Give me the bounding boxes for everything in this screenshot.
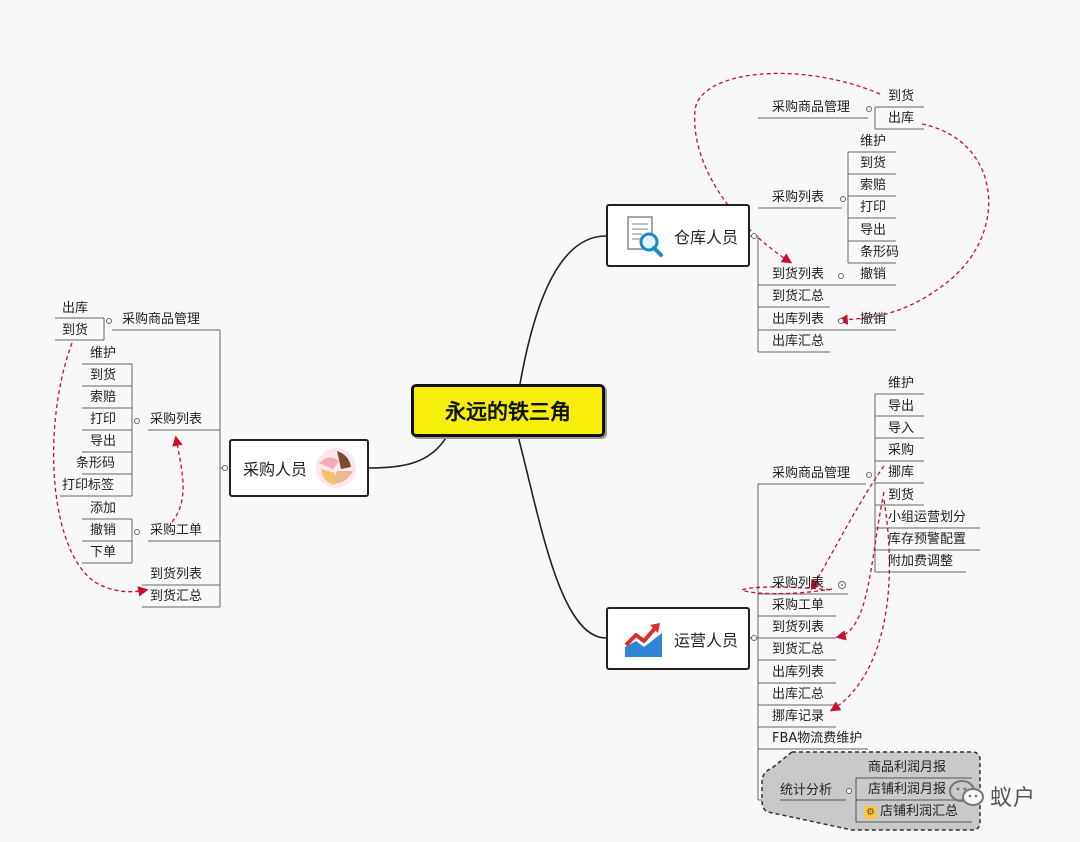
stats-item[interactable]: 店铺利润汇总 — [880, 804, 959, 819]
purchasing-staff-label: 采购人员 — [243, 460, 308, 479]
warehouse-arrival-list[interactable]: 到货列表 — [772, 267, 825, 282]
operations-branch[interactable]: 出库汇总 — [772, 687, 825, 702]
operations-mgmt-item[interactable]: 附加费调整 — [888, 554, 954, 569]
purchasing-purchase-list-toggle[interactable] — [134, 418, 140, 424]
purchasing-staff-node[interactable]: 采购人员 — [229, 439, 369, 497]
operations-mgmt-item[interactable]: 导出 — [888, 399, 915, 414]
warehouse-staff-node[interactable]: 仓库人员 — [606, 204, 750, 267]
operations-branch[interactable]: 挪库记录 — [772, 709, 825, 724]
warehouse-mgmt[interactable]: 采购商品管理 — [772, 100, 851, 115]
purchasing-mgmt-item[interactable]: 到货 — [62, 323, 89, 338]
operations-mgmt[interactable]: 采购商品管理 — [772, 466, 851, 481]
warehouse-list-item[interactable]: 打印 — [860, 200, 887, 215]
warehouse-list-item[interactable]: 到货 — [860, 156, 887, 171]
watermark-text: 蚁户 — [990, 786, 1037, 811]
purchasing-list-item[interactable]: 索赔 — [90, 390, 117, 405]
operations-branch[interactable]: FBA物流费维护 — [772, 731, 863, 746]
central-topic[interactable]: 永远的铁三角 — [411, 384, 605, 437]
purchasing-list-item[interactable]: 到货 — [90, 368, 117, 383]
warehouse-arrival-cancel[interactable]: 撤销 — [860, 267, 887, 282]
warehouse-list-item[interactable]: 维护 — [860, 134, 887, 149]
purchasing-collapse-toggle[interactable] — [222, 465, 228, 471]
purchasing-order-item[interactable]: 下单 — [90, 545, 117, 560]
warehouse-list-item[interactable]: 导出 — [860, 223, 887, 238]
purchasing-work-order-toggle[interactable] — [134, 529, 140, 535]
warehouse-outbound-list-toggle[interactable] — [838, 318, 844, 324]
stats-callout — [761, 751, 981, 831]
purchasing-list-item[interactable]: 导出 — [90, 434, 117, 449]
purchasing-list-item[interactable]: 维护 — [90, 346, 117, 361]
purchasing-arrival-summary[interactable]: 到货汇总 — [150, 589, 203, 604]
warehouse-outbound-list[interactable]: 出库列表 — [772, 312, 825, 327]
wechat-icon — [949, 780, 984, 806]
operations-mgmt-item[interactable]: 挪库 — [888, 465, 915, 480]
relation-arrows — [53, 72, 990, 712]
main-branches — [367, 235, 607, 639]
central-topic-label: 永远的铁三角 — [445, 399, 571, 424]
purchasing-mgmt-item[interactable]: 出库 — [62, 301, 89, 316]
warehouse-list-item[interactable]: 条形码 — [860, 245, 900, 260]
warehouse-purchase-list[interactable]: 采购列表 — [772, 190, 825, 205]
operations-mgmt-item[interactable]: 采购 — [888, 443, 915, 458]
warehouse-arrival-summary[interactable]: 到货汇总 — [772, 289, 825, 304]
document-search-icon — [627, 215, 663, 257]
warehouse-mgmt-outbound[interactable]: 出库 — [888, 111, 915, 126]
joined-hands-icon — [316, 448, 357, 488]
operations-mgmt-item[interactable]: 维护 — [888, 376, 915, 391]
operations-staff-label: 运营人员 — [674, 630, 739, 650]
operations-tree-lines — [750, 393, 980, 801]
purchasing-tree-lines — [55, 317, 228, 608]
stats-item[interactable]: 店铺利润月报 — [868, 782, 947, 797]
purchasing-work-order[interactable]: 采购工单 — [150, 523, 203, 538]
purchasing-order-item[interactable]: 添加 — [90, 501, 117, 516]
operations-stats[interactable]: 统计分析 — [780, 783, 833, 798]
warehouse-staff-label: 仓库人员 — [674, 227, 739, 247]
stats-tree-lines — [780, 777, 972, 823]
gear-icon: ⚙ — [864, 806, 877, 819]
operations-purchase-list-expand[interactable] — [838, 581, 846, 589]
operations-branch[interactable]: 出库列表 — [772, 665, 825, 680]
operations-branch[interactable]: 到货汇总 — [772, 642, 825, 657]
operations-branch[interactable]: 采购列表 — [772, 576, 825, 591]
warehouse-tree-lines — [750, 106, 924, 353]
warehouse-list-item[interactable]: 索赔 — [860, 178, 887, 193]
operations-mgmt-toggle[interactable] — [866, 472, 872, 478]
warehouse-mgmt-toggle[interactable] — [866, 106, 872, 112]
purchasing-list-item[interactable]: 打印 — [90, 412, 117, 427]
warehouse-arrival-list-toggle[interactable] — [838, 273, 844, 279]
operations-mgmt-item[interactable]: 小组运营划分 — [888, 510, 967, 525]
purchasing-arrival-list[interactable]: 到货列表 — [150, 567, 203, 582]
purchasing-mgmt-toggle[interactable] — [106, 318, 112, 324]
warehouse-outbound-cancel[interactable]: 撤销 — [860, 312, 887, 327]
purchasing-mgmt[interactable]: 采购商品管理 — [122, 312, 201, 327]
warehouse-mgmt-arrival[interactable]: 到货 — [888, 89, 915, 104]
purchasing-purchase-list[interactable]: 采购列表 — [150, 412, 203, 427]
operations-branch[interactable]: 到货列表 — [772, 620, 825, 635]
operations-mgmt-item[interactable]: 导入 — [888, 421, 915, 436]
warehouse-purchase-list-toggle[interactable] — [840, 196, 846, 202]
operations-staff-node[interactable]: 运营人员 — [606, 607, 750, 670]
trend-chart-icon — [624, 622, 662, 657]
warehouse-outbound-summary[interactable]: 出库汇总 — [772, 334, 825, 349]
operations-collapse-toggle[interactable] — [751, 635, 757, 641]
operations-branch[interactable]: 采购工单 — [772, 598, 825, 613]
purchasing-order-item[interactable]: 撤销 — [90, 523, 117, 538]
purchasing-list-item[interactable]: 打印标签 — [62, 478, 115, 493]
operations-stats-toggle[interactable] — [846, 788, 852, 794]
warehouse-collapse-toggle[interactable] — [751, 233, 757, 239]
operations-mgmt-item[interactable]: 到货 — [888, 488, 915, 503]
purchasing-list-item[interactable]: 条形码 — [76, 456, 116, 471]
stats-item[interactable]: 商品利润月报 — [868, 760, 947, 775]
operations-mgmt-item[interactable]: 库存预警配置 — [888, 532, 967, 547]
